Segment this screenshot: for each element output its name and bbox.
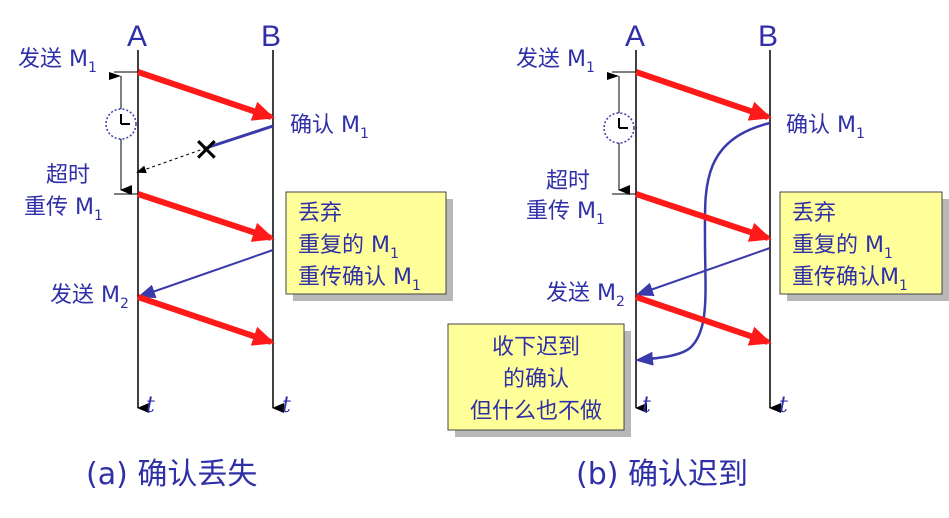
timeout-label: 超时 [46,163,90,188]
host-a-label: A [127,20,147,53]
retransmit-arrow [137,191,275,242]
send-m1-label: 发送 M1 [516,47,595,76]
panel-b: A B t t 发送 M1 超时 重传 M1 发送 M2 确认 M1 丢弃 重复… [447,20,949,492]
note-line-2: 重复的 M1 [298,233,399,262]
retransmit-arrow [635,191,772,242]
caption-b: (b) 确认迟到 [576,457,748,492]
reack-arrow [635,247,771,296]
time-label-a: t [146,393,155,418]
time-label-a: t [642,393,651,418]
late-ack-note: 收下迟到 的确认 但什么也不做 [447,323,631,437]
note-line-1: 丢弃 [298,201,342,226]
late-note-line-3: 但什么也不做 [470,399,602,424]
clock-icon [105,108,137,140]
timeout-dashed-arrow [136,147,207,174]
note-line-1: 丢弃 [792,201,836,226]
m1-arrow [137,69,275,121]
lost-cross-icon: ✕ [193,131,220,169]
time-label-b: t [779,393,788,418]
host-b-label: B [261,20,281,53]
retransmit-label: 重传 M1 [24,195,103,224]
note-line-2: 重复的 M1 [792,233,893,262]
late-note-line-2: 的确认 [503,367,569,392]
clock-icon [603,112,635,144]
note-line-3: 重传确认M1 [792,265,908,294]
retransmit-label: 重传 M1 [526,199,605,228]
timeout-label: 超时 [546,169,590,194]
discard-note: 丢弃 重复的 M1 重传确认M1 [779,191,949,301]
send-m2-label: 发送 M2 [546,281,625,310]
m2-arrow [635,294,772,346]
caption-a: (a) 确认丢失 [86,457,257,492]
reack-arrow [137,249,274,299]
ack-lost-arrow [205,124,274,150]
time-label-b: t [282,393,291,418]
panel-a: A B t t 发送 M1 超时 重传 M1 发送 M2 ✕ 确认 M1 [18,20,453,492]
host-a-label: A [625,20,645,53]
confirm-m1-label: 确认 M1 [290,113,369,142]
confirm-m1-label: 确认 M1 [786,113,865,142]
late-note-line-1: 收下迟到 [492,335,580,360]
host-b-label: B [758,20,778,53]
m2-arrow [137,294,275,346]
m1-arrow [635,69,772,121]
send-m1-label: 发送 M1 [18,47,97,76]
send-m2-label: 发送 M2 [50,283,129,312]
note-line-3: 重传确认 M1 [298,265,421,294]
discard-note: 丢弃 重复的 M1 重传确认 M1 [285,191,453,301]
late-ack-arrow [635,121,771,366]
